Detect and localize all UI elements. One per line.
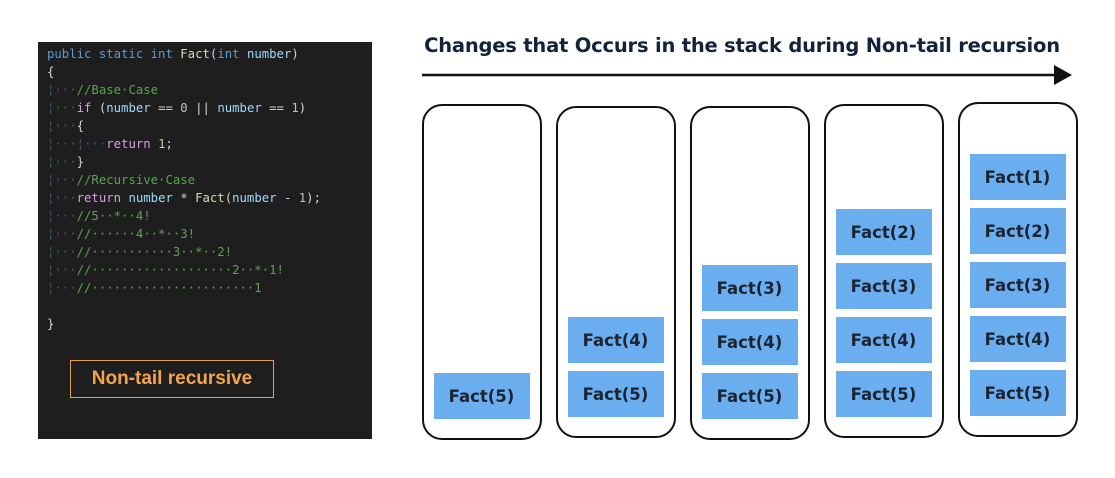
stack-frame: Fact(5) (969, 370, 1066, 416)
code-token: 1 (291, 101, 299, 115)
code-token: Fact (180, 47, 210, 61)
code-token: ¦··· (47, 191, 77, 205)
code-token: { (76, 119, 85, 133)
stack-4: Fact(2) Fact(3) Fact(4) Fact(5) (824, 104, 944, 438)
code-block: public static int Fact(int number){¦···/… (47, 45, 321, 333)
stack-frame: Fact(4) (835, 317, 932, 363)
stack-3: Fact(3) Fact(4) Fact(5) (690, 106, 810, 440)
code-token: ¦··· (47, 173, 77, 187)
code-token: ( (209, 47, 218, 61)
code-token: //Recursive·Case (76, 173, 196, 187)
code-line: ¦···¦···return 1; (47, 135, 321, 153)
code-panel: public static int Fact(int number){¦···/… (38, 42, 372, 439)
code-token: int (150, 47, 181, 61)
code-token: ¦··· (47, 263, 77, 277)
code-token: ); (306, 191, 321, 205)
code-token: ¦··· (47, 101, 77, 115)
code-token: ) (298, 101, 307, 115)
code-token: } (76, 155, 85, 169)
code-line: ¦···//······4··*··3! (47, 225, 321, 243)
code-token: //···················2··*·1! (76, 263, 284, 277)
code-token: } (47, 317, 55, 331)
code-token: //···········3··*··2! (76, 245, 233, 259)
code-token: number (106, 101, 151, 115)
code-token: ¦··· (47, 155, 77, 169)
code-token: 0 (180, 101, 188, 115)
code-token: return (76, 191, 129, 205)
diagram-title: Changes that Occurs in the stack during … (424, 34, 1060, 57)
stack-frame: Fact(3) (701, 265, 798, 311)
code-token: ) (291, 47, 299, 61)
code-token: Fact (195, 191, 225, 205)
stack-frame: Fact(5) (433, 373, 530, 419)
stack-frame: Fact(4) (567, 317, 664, 363)
code-line: ¦···if (number == 0 || number == 1) (47, 99, 321, 117)
stack-frame: Fact(5) (567, 371, 664, 417)
code-token: { (47, 65, 55, 79)
code-line: ¦···//Base·Case (47, 81, 321, 99)
code-token: == (261, 101, 292, 115)
direction-arrow (422, 65, 1072, 85)
code-token: ( (91, 101, 107, 115)
code-token: int (217, 47, 247, 61)
code-line: ¦···//···········3··*··2! (47, 243, 321, 261)
code-line: } (47, 315, 321, 333)
code-line (47, 297, 321, 315)
stack-2: Fact(4) Fact(5) (556, 106, 676, 438)
stack-frame: Fact(5) (835, 371, 932, 417)
code-token: ¦··· (47, 227, 77, 241)
stack-frame: Fact(4) (701, 319, 798, 365)
stack-frame: Fact(4) (969, 316, 1066, 362)
code-token: ¦··· (47, 119, 77, 133)
code-token: public static (47, 47, 151, 61)
code-token: number (217, 101, 262, 115)
stack-frame: Fact(2) (969, 208, 1066, 254)
code-line: ¦···return number * Fact(number - 1); (47, 189, 321, 207)
code-token: ( (224, 191, 233, 205)
code-token: - (276, 191, 299, 205)
code-token: //······················1 (76, 281, 262, 295)
code-line: ¦···} (47, 153, 321, 171)
stack-frame: Fact(1) (969, 154, 1066, 200)
code-token: ¦··· (47, 83, 77, 97)
code-token: //······4··*··3! (76, 227, 196, 241)
code-token: //Base·Case (76, 83, 159, 97)
code-line: ¦···//···················2··*·1! (47, 261, 321, 279)
code-token: * (172, 191, 196, 205)
code-token: if (76, 101, 92, 115)
code-line: { (47, 63, 321, 81)
code-token: 1 (298, 191, 307, 205)
code-line: ¦···//······················1 (47, 279, 321, 297)
code-line: ¦···{ (47, 117, 321, 135)
stack-frame: Fact(3) (969, 262, 1066, 308)
code-token: number (232, 191, 277, 205)
code-token: ¦···¦··· (47, 137, 107, 151)
stack-5: Fact(1) Fact(2) Fact(3) Fact(4) Fact(5) (958, 102, 1078, 437)
code-line: ¦···//Recursive·Case (47, 171, 321, 189)
code-token: == (150, 101, 181, 115)
code-token: ; (165, 137, 173, 151)
stack-frame: Fact(5) (701, 373, 798, 419)
code-line: ¦···//5··*··4! (47, 207, 321, 225)
code-token: number (128, 191, 173, 205)
code-token: ¦··· (47, 209, 77, 223)
code-caption: Non-tail recursive (70, 360, 274, 398)
code-token: //5··*··4! (76, 209, 151, 223)
stack-frame: Fact(3) (835, 263, 932, 309)
code-line: public static int Fact(int number) (47, 45, 321, 63)
code-token: return (106, 137, 159, 151)
stack-frame: Fact(2) (835, 209, 932, 255)
code-token: ¦··· (47, 281, 77, 295)
code-token: ¦··· (47, 245, 77, 259)
code-token: 1 (158, 137, 166, 151)
stack-1: Fact(5) (422, 104, 542, 440)
code-token: || (187, 101, 218, 115)
code-token: number (246, 47, 292, 61)
